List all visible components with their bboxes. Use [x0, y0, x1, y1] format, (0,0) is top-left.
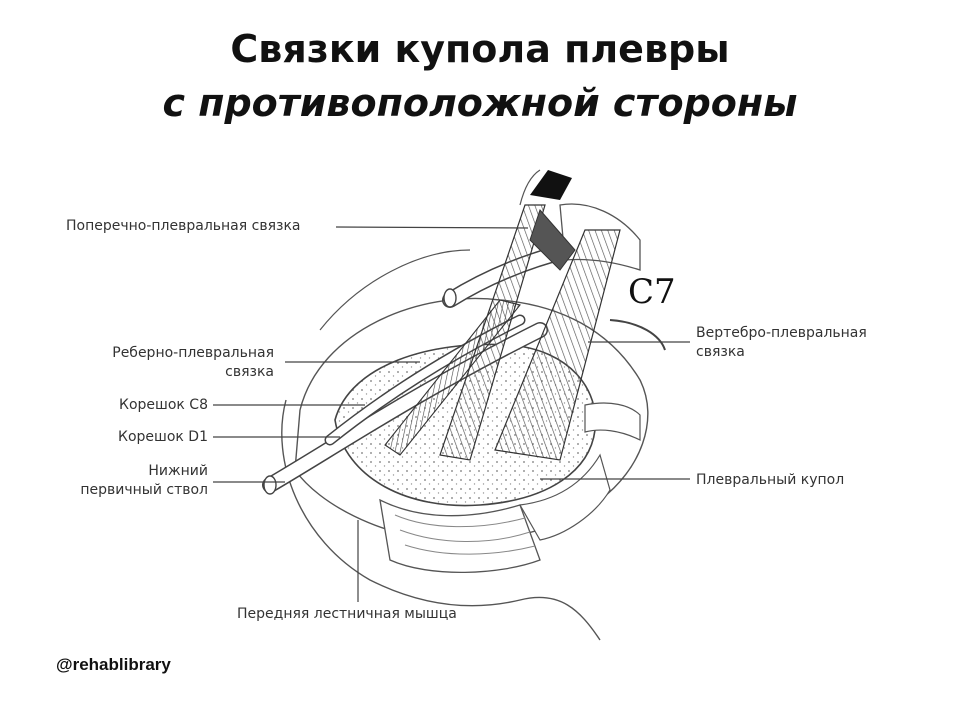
label-anterior-scalene-muscle: Передняя лестничная мышца	[237, 606, 457, 622]
label-root-d1: Корешок D1	[118, 429, 208, 445]
ligament-origin-tuft	[530, 170, 572, 200]
credit-handle: @rehablibrary	[56, 655, 171, 674]
leader-transverse-pleural	[335, 226, 529, 229]
leader-lines	[213, 226, 690, 602]
scalene-muscle	[379, 498, 541, 574]
title-line-2: с противоположной стороны	[162, 81, 798, 125]
label-costo-pleural-line2: связка	[225, 364, 274, 380]
label-root-c8: Корешок С8	[119, 397, 208, 413]
label-pleural-dome: Плевральный купол	[696, 472, 845, 488]
label-costo-pleural-line1: Реберно-плевральная	[112, 345, 274, 361]
label-lower-trunk-line2: первичный ствол	[80, 482, 208, 498]
label-vertebro-pleural-ligament: Вертебро-плевральная связка	[696, 324, 867, 362]
label-transverse-pleural-ligament: Поперечно-плевральная связка	[66, 218, 301, 234]
title-line-1: Связки купола плевры	[230, 27, 730, 71]
label-vertebro-pleural-line1: Вертебро-плевральная	[696, 325, 867, 341]
label-lower-trunk-line1: Нижний	[148, 463, 208, 479]
page-title: Связки купола плевры с противоположной с…	[0, 22, 960, 130]
vertebro-pleural-ligament	[494, 229, 621, 461]
label-lower-primary-trunk: Нижний первичный ствол	[80, 462, 208, 500]
label-vertebro-pleural-line2: связка	[696, 344, 745, 360]
label-costo-pleural-ligament: Реберно-плевральная связка	[112, 344, 274, 382]
vertebra-c7-label: C7	[628, 272, 676, 312]
costo-pleural-ligament	[384, 299, 521, 456]
